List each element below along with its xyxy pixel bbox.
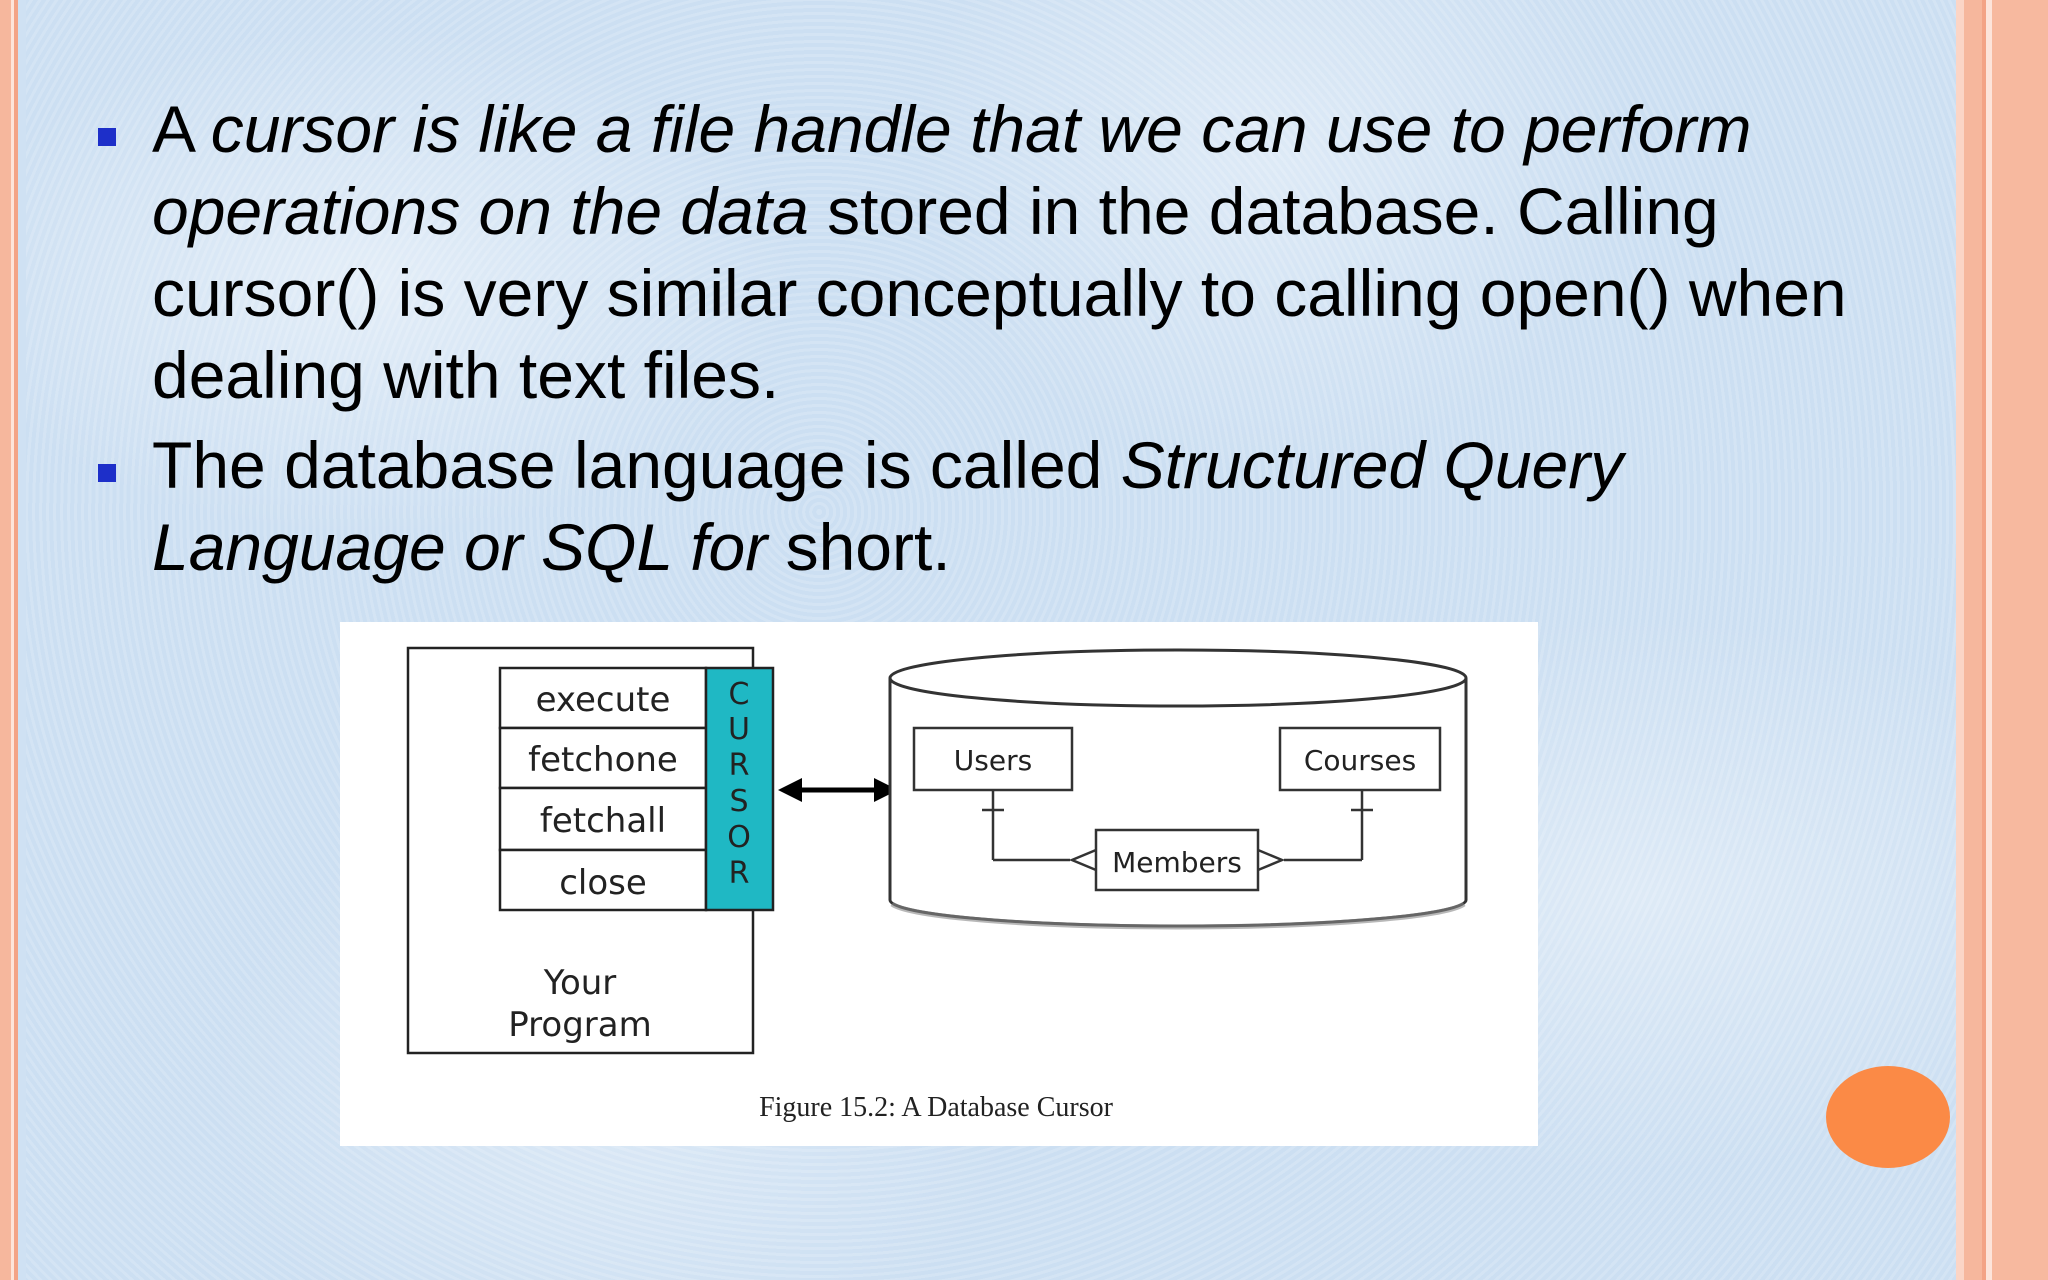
cursor-letter: R — [729, 748, 750, 783]
bullet-text-part: stored in the database. Calling cursor()… — [152, 174, 1847, 412]
cursor-letter: C — [729, 677, 750, 712]
bullet-text-part: A — [152, 92, 211, 166]
cursor-letter: O — [727, 820, 751, 855]
method-box — [498, 786, 708, 852]
members-table-label: Members — [1112, 846, 1242, 879]
double-arrow-icon — [778, 778, 898, 802]
bullet-cursor-definition: A cursor is like a file handle that we c… — [90, 88, 1930, 416]
method-fetchone: fetchone — [528, 740, 678, 780]
orange-circle-decoration — [1826, 1066, 1950, 1168]
database-cursor-figure: execute fetchone fetchall close C U R S … — [340, 622, 1538, 1146]
bullet-text-part: cursor is like a file handle that we can… — [152, 92, 1752, 248]
bullet-text-part: The database language is called — [152, 428, 1121, 502]
program-label-line1: Your — [543, 963, 617, 1003]
bullet-sql-definition: The database language is called Structur… — [90, 424, 1930, 588]
program-label-line2: Program — [508, 1005, 651, 1045]
method-fetchall: fetchall — [540, 801, 666, 841]
right-frame-border — [1956, 0, 2048, 1280]
figure-caption: Figure 15.2: A Database Cursor — [759, 1092, 1114, 1123]
users-table-box — [912, 726, 1074, 792]
cursor-letter: S — [729, 784, 748, 819]
users-table-label: Users — [954, 744, 1032, 777]
courses-table-label: Courses — [1304, 744, 1416, 777]
bullet-text-part: short. — [767, 510, 951, 584]
square-bullet-icon — [98, 128, 116, 146]
relationship-lines — [982, 790, 1373, 872]
left-frame-border — [0, 0, 26, 1280]
method-execute: execute — [536, 680, 671, 720]
courses-table-box — [1278, 726, 1442, 792]
cursor-letter: R — [729, 856, 750, 891]
bullet-text-part: Structured Query Language or SQL for — [152, 428, 1624, 584]
cursor-bar — [704, 666, 775, 912]
method-box — [498, 666, 708, 730]
cursor-letter: U — [728, 712, 750, 747]
method-close: close — [559, 863, 647, 903]
cursor-diagram: execute fetchone fetchall close C U R S … — [406, 646, 1468, 1123]
square-bullet-icon — [98, 464, 116, 482]
slide-content: A cursor is like a file handle that we c… — [90, 88, 1930, 596]
members-table-box — [1094, 828, 1260, 892]
